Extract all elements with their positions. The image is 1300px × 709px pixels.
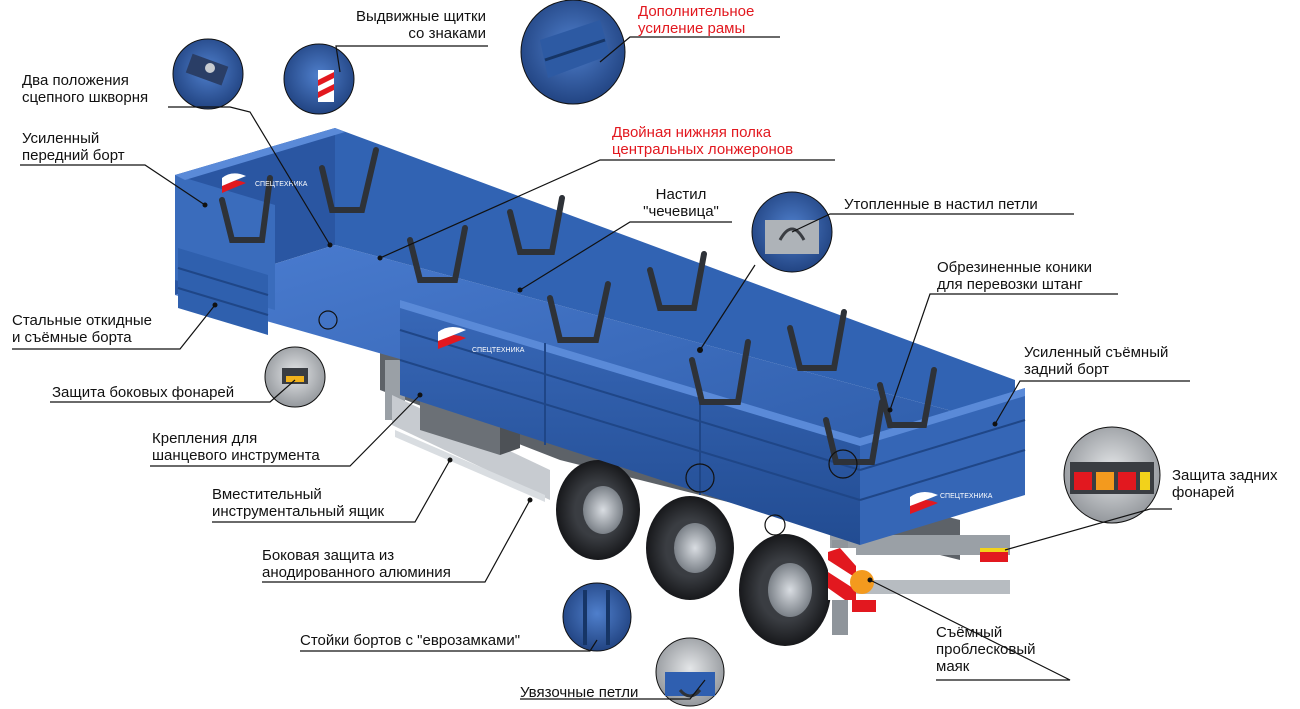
label-recessed-loops: Утопленные в настил петли xyxy=(844,196,1038,213)
logo-rear: СПЕЦТЕХНИКА xyxy=(910,491,993,514)
label-rear-board: Усиленный съёмный задний борт xyxy=(1024,344,1169,378)
label-beacon: Съёмный проблесковый маяк xyxy=(936,624,1036,675)
leader-dots xyxy=(202,202,998,583)
label-rear-lights: Защита задних фонарей xyxy=(1172,467,1278,501)
detail-frame-reinforcement xyxy=(520,0,626,105)
detail-circles xyxy=(172,0,1161,707)
rear-bumper xyxy=(828,535,1010,635)
detail-sliding-shields xyxy=(283,43,355,115)
wheel-2 xyxy=(646,496,734,600)
label-double-shelf: Двойная нижняя полка центральных лонжеро… xyxy=(612,124,794,158)
label-tie-loops: Увязочные петли xyxy=(520,684,639,701)
label-frame-reinforcement: Дополнительное усиление рамы xyxy=(638,3,755,37)
detail-eurolock-posts xyxy=(562,582,632,652)
label-sliding-shields: Выдвижные щитки со знаками xyxy=(355,8,486,42)
label-front-board: Усиленный передний борт xyxy=(22,130,125,164)
label-side-guard: Боковая защита из анодированного алюмини… xyxy=(262,547,451,581)
trailer-body: СПЕЦТЕХНИКА СПЕЦТЕХНИКА СПЕЦТЕХНИКА xyxy=(175,128,1026,646)
label-toolbox: Вместительный инструментальный ящик xyxy=(212,486,385,520)
logo-front-text: СПЕЦТЕХНИКА xyxy=(255,181,308,188)
logo-rear-text: СПЕЦТЕХНИКА xyxy=(940,493,993,500)
detail-rear-lights xyxy=(1063,426,1161,524)
label-eurolock-posts: Стойки бортов с "еврозамками" xyxy=(300,632,521,649)
label-tool-mounts: Крепления для шанцевого инструмента xyxy=(152,430,320,464)
detail-kingpin xyxy=(172,38,244,110)
logo-front: СПЕЦТЕХНИКА xyxy=(222,173,308,193)
wheel-1 xyxy=(556,460,640,560)
stakes xyxy=(219,147,937,465)
wheel-3 xyxy=(739,534,831,646)
logo-side: СПЕЦТЕХНИКА xyxy=(438,326,525,354)
board-ribs xyxy=(399,329,1026,501)
label-rubber-stakes: Обрезиненные коники для перевозки штанг xyxy=(937,259,1093,293)
label-floor-lentil: Настил "чечевица" xyxy=(643,186,719,220)
callout-rings xyxy=(318,310,858,536)
detail-tie-loops xyxy=(655,637,725,707)
detail-side-lights xyxy=(264,346,326,408)
label-steel-boards: Стальные откидные и съёмные борта xyxy=(12,312,153,346)
label-kingpin-positions: Два положения сцепного шкворня xyxy=(22,72,149,106)
label-side-lights: Защита боковых фонарей xyxy=(52,384,235,401)
logo-side-text: СПЕЦТЕХНИКА xyxy=(472,347,525,354)
leader-lines xyxy=(12,36,1190,700)
